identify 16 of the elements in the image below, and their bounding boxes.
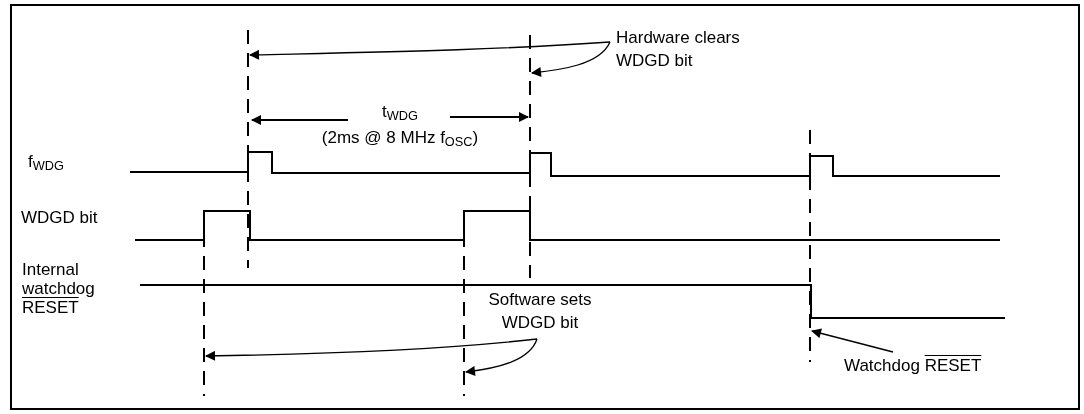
callout-text: Hardware clears WDGD bit bbox=[616, 26, 766, 72]
callout-text: Software sets WDGD bit bbox=[470, 288, 610, 334]
leader-arrow bbox=[249, 41, 611, 60]
signal-name: WDGD bit bbox=[21, 208, 99, 227]
dimension-label: (2ms @ 8 MHz f$_{OSC}$) bbox=[320, 128, 480, 147]
leader-arrow bbox=[205, 338, 538, 361]
signal-name: Internal watchdog RESET bbox=[22, 260, 96, 317]
signal-name: f$_{WDG}$ bbox=[28, 152, 65, 171]
leader-arrow bbox=[531, 41, 611, 77]
callout-text: Watchdog RESET bbox=[844, 354, 1014, 377]
leader-arrow bbox=[811, 328, 894, 353]
dimension-label: t$_{WDG}$ bbox=[381, 102, 419, 121]
dashed-guide-line bbox=[529, 34, 531, 279]
dashed-guide-line bbox=[809, 129, 811, 363]
dashed-guide-line bbox=[247, 29, 249, 269]
leader-arrow bbox=[465, 338, 538, 376]
